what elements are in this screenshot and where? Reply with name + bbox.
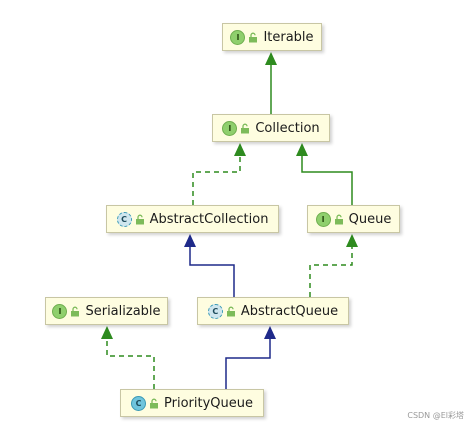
lock-icon xyxy=(241,123,250,133)
lock-icon xyxy=(249,32,258,42)
arrowhead xyxy=(296,143,308,156)
class-icon: C xyxy=(131,395,146,411)
interface-icon: I xyxy=(52,303,68,319)
abstract-class-icon: C xyxy=(116,211,132,227)
interface-icon: I xyxy=(315,211,331,227)
node-serializable[interactable]: I Serializable xyxy=(45,297,168,325)
abstract-class-icon: C xyxy=(207,303,223,319)
edge-priority-queue-to-serializable xyxy=(101,326,155,389)
node-abstract-queue[interactable]: C AbstractQueue xyxy=(197,297,349,325)
node-label: Queue xyxy=(348,211,392,227)
arrowhead xyxy=(264,326,276,339)
arrowhead xyxy=(265,52,277,65)
node-label: AbstractQueue xyxy=(240,303,339,319)
lock-icon xyxy=(71,306,80,316)
arrowhead xyxy=(346,234,358,247)
node-label: PriorityQueue xyxy=(164,395,253,411)
arrowhead xyxy=(101,326,113,339)
edge-priority-queue-to-abstract-queue xyxy=(225,326,276,389)
node-label: AbstractCollection xyxy=(149,211,269,227)
arrowhead xyxy=(234,143,246,156)
lock-icon xyxy=(226,306,235,316)
node-priority-queue[interactable]: C PriorityQueue xyxy=(120,389,264,417)
node-collection[interactable]: I Collection xyxy=(212,114,330,142)
node-abstract-collection[interactable]: C AbstractCollection xyxy=(106,205,279,233)
node-label: Collection xyxy=(255,120,320,136)
lock-icon xyxy=(334,214,343,224)
arrowhead xyxy=(184,234,196,247)
edge-abstract-queue-to-queue xyxy=(309,234,358,297)
node-iterable[interactable]: I Iterable xyxy=(222,23,322,51)
interface-icon: I xyxy=(230,29,246,45)
edge-abstract-collection-to-collection xyxy=(192,143,246,205)
lock-icon xyxy=(150,398,158,408)
node-label: Iterable xyxy=(263,29,314,45)
edge-abstract-queue-to-abstract-collection xyxy=(184,234,235,297)
node-queue[interactable]: I Queue xyxy=(307,205,400,233)
edge-collection-to-iterable xyxy=(265,52,277,114)
node-label: Serializable xyxy=(85,303,161,319)
watermark: CSDN @El彩塔 xyxy=(407,411,464,420)
edge-queue-to-collection xyxy=(296,143,353,205)
interface-icon: I xyxy=(222,120,238,136)
lock-icon xyxy=(135,214,144,224)
